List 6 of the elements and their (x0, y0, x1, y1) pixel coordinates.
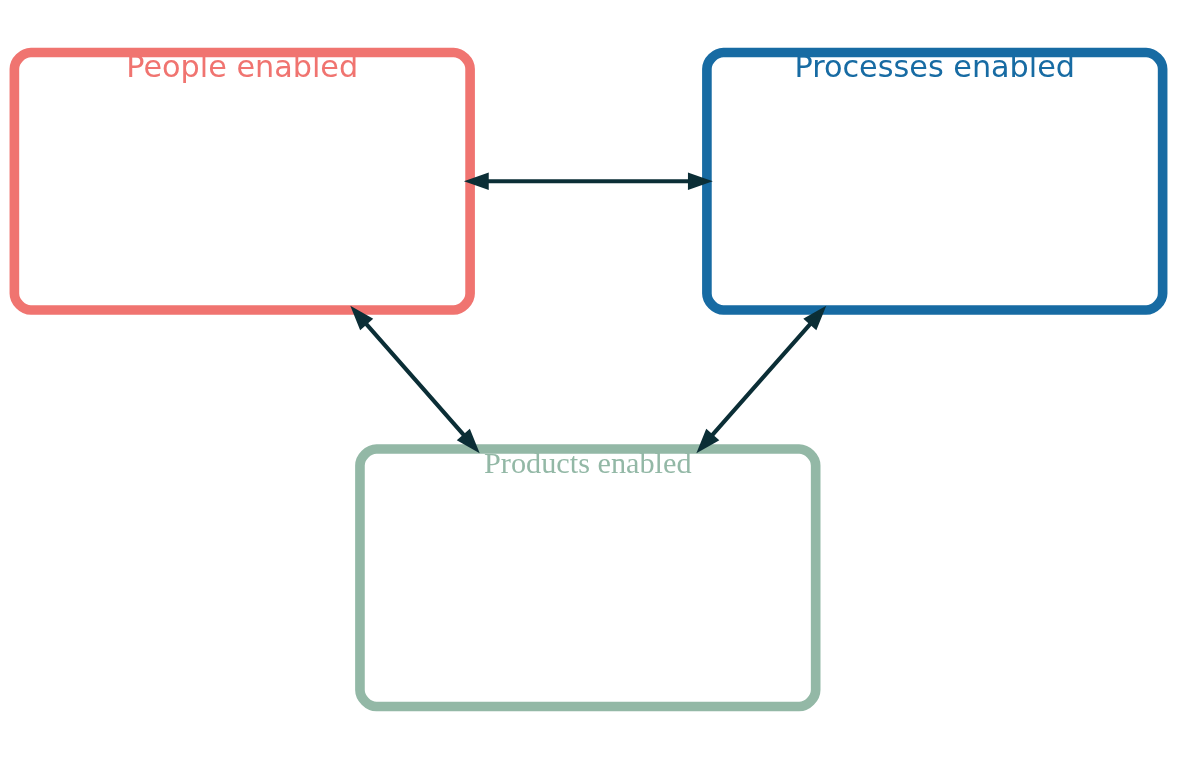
arrow (350, 305, 480, 453)
arrow (696, 305, 827, 453)
node-box: People enabled (9, 47, 475, 315)
node-box: Processes enabled (702, 47, 1168, 315)
arrow (463, 172, 713, 190)
node-box: Products enabled (355, 443, 821, 711)
